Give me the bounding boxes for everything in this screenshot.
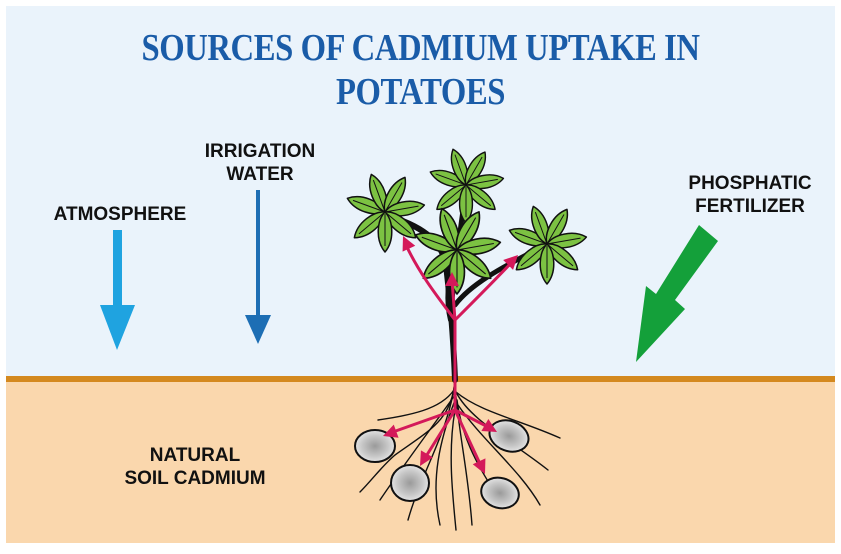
irrigation-label-line2: WATER	[170, 163, 350, 186]
atmosphere-label-text: ATMOSPHERE	[54, 204, 187, 225]
soil-cadmium-label: NATURAL SOIL CADMIUM	[95, 444, 295, 490]
soil-cadmium-label-line1: NATURAL	[95, 444, 295, 467]
fertilizer-label-line1: PHOSPHATIC	[655, 172, 841, 195]
irrigation-label: IRRIGATION WATER	[170, 140, 350, 186]
fertilizer-label: PHOSPHATIC FERTILIZER	[655, 172, 841, 218]
potato-tuber	[391, 465, 429, 501]
fertilizer-label-line2: FERTILIZER	[655, 195, 841, 218]
atmosphere-label: ATMOSPHERE	[30, 203, 210, 226]
diagram-title: SOURCES OF CADMIUM UPTAKE IN POTATOES	[59, 26, 782, 114]
irrigation-label-line1: IRRIGATION	[170, 140, 350, 163]
ground-line	[6, 376, 835, 382]
soil-cadmium-label-line2: SOIL CADMIUM	[95, 467, 295, 490]
